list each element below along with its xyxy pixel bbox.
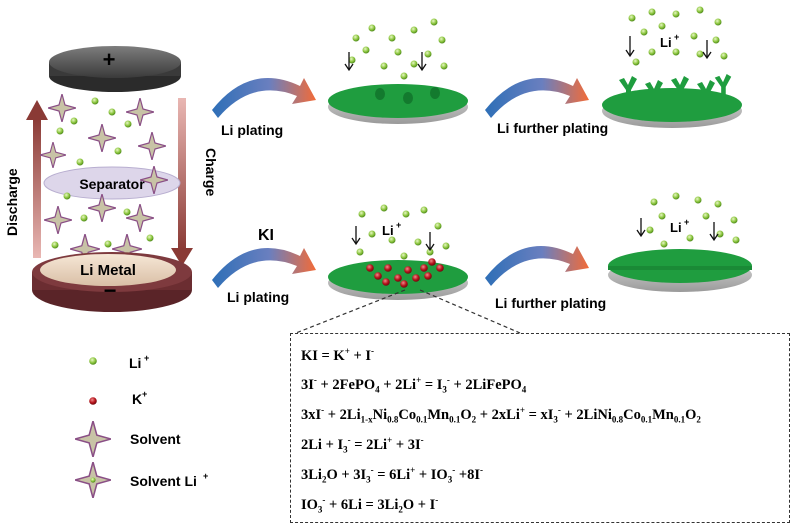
ki-label: KI (258, 227, 274, 244)
solvent-li-icon (138, 132, 166, 160)
solvent-li-icon (48, 94, 76, 122)
equation: 3xI- + 2Li1-xNi0.8Co0.1Mn0.1O2 + 2xLi+ =… (301, 405, 701, 425)
equation: 3Li2O + 3I3- = 6Li+ + IO3- +8I- (301, 465, 483, 485)
disk-plating-top (328, 18, 468, 124)
equation: 3I- + 2FePO4 + 2Li+ = I3- + 2LiFePO4 (301, 375, 527, 395)
equation: IO3- + 6Li = 3Li2O + I- (301, 495, 439, 515)
charge-label: Charge (203, 148, 219, 196)
separator (43, 166, 181, 200)
li-ion-dot (124, 120, 132, 128)
reaction-equations-box: KI = K+ + I- 3I- + 2FePO4 + 2Li+ = I3- +… (290, 333, 790, 523)
li-ion-label: Li (382, 223, 394, 238)
step-label: Li further plating (495, 295, 606, 311)
down-arrow-icon (625, 36, 635, 58)
down-arrow-icon (344, 52, 354, 72)
li-nucleus (430, 87, 440, 99)
legend-sup: + (142, 389, 147, 399)
legend-label: K (132, 391, 142, 407)
solvent-li-icon (44, 206, 72, 234)
li-metal-anode (40, 254, 176, 286)
li-ion-dot (90, 477, 96, 483)
discharge-arrow-icon (26, 100, 48, 120)
li-ion-dot (123, 208, 131, 216)
equation: KI = K+ + I- (301, 346, 375, 364)
cathode-cap (49, 46, 181, 78)
electrolyte-species (40, 94, 168, 264)
li-ion-dot (70, 117, 78, 125)
charge-arrow-icon (171, 248, 193, 266)
li-ion-legend-icon (89, 357, 97, 365)
legend-sup: + (203, 471, 208, 481)
zoom-line (295, 289, 406, 334)
discharge-arrow-shaft (33, 118, 41, 258)
arrow-icon (212, 248, 316, 288)
green-disk (602, 88, 742, 122)
li-ion-dot (146, 234, 154, 242)
step-label: Li plating (221, 122, 283, 138)
step-label: Li further plating (497, 120, 608, 136)
li-ion-dot (63, 192, 71, 200)
li-ion-sup: + (396, 220, 401, 230)
process-arrows (212, 78, 589, 288)
down-arrow-icon (702, 40, 712, 60)
li-nucleus (403, 92, 413, 104)
charge-arrow-shaft (178, 98, 186, 250)
solvent-li-icon (126, 204, 154, 232)
arrow-icon (485, 246, 589, 286)
legend-label: Li (129, 355, 141, 371)
legend-label: Solvent Li (130, 473, 197, 489)
li-metal-label: Li Metal (80, 262, 136, 279)
solvent-legend-icon (75, 421, 111, 457)
separator-label: Separator (79, 176, 145, 192)
discharge-label: Discharge (4, 168, 20, 236)
down-arrow-icon (425, 232, 435, 252)
li-ion-dot (91, 97, 99, 105)
li-ion-dot (114, 147, 122, 155)
plus-sign: + (103, 47, 116, 72)
green-disk (328, 84, 468, 118)
li-ion-label: Li (670, 220, 682, 235)
k-ion-legend-icon (89, 397, 97, 405)
down-arrow-icon (351, 226, 361, 246)
arrow-icon (212, 78, 316, 118)
down-arrow-icon (417, 52, 427, 72)
li-ion-dot (56, 127, 64, 135)
li-ion-dot (76, 158, 84, 166)
down-arrow-icon (709, 222, 719, 242)
disk-dendrite-top: Li + (602, 6, 742, 128)
disk-ki-bottom: Li + (328, 204, 468, 300)
legend-sup: + (144, 353, 149, 363)
equation: 2Li + I3- = 2Li+ + 3I- (301, 435, 424, 455)
disk-smooth-bottom: Li + (608, 192, 752, 292)
li-ion-sup: + (684, 217, 689, 227)
legend-label: Solvent (130, 431, 181, 447)
minus-sign: − (104, 278, 117, 303)
solvent-li-icon (40, 142, 66, 168)
li-ion-dot (80, 214, 88, 222)
down-arrow-icon (636, 218, 646, 238)
li-ion-dot (104, 240, 112, 248)
step-label: Li plating (227, 289, 289, 305)
li-nucleus (375, 88, 385, 100)
arrow-icon (485, 78, 589, 118)
solvent-icon (88, 124, 116, 152)
li-ion-dot (51, 241, 59, 249)
li-ion-dot (108, 108, 116, 116)
li-ion-sup: + (674, 32, 679, 42)
li-ion-label: Li (660, 35, 672, 50)
battery-cell: + Discharge Charge Separator (4, 46, 219, 312)
legend: Li + K + Solvent Solvent Li + (75, 353, 208, 498)
